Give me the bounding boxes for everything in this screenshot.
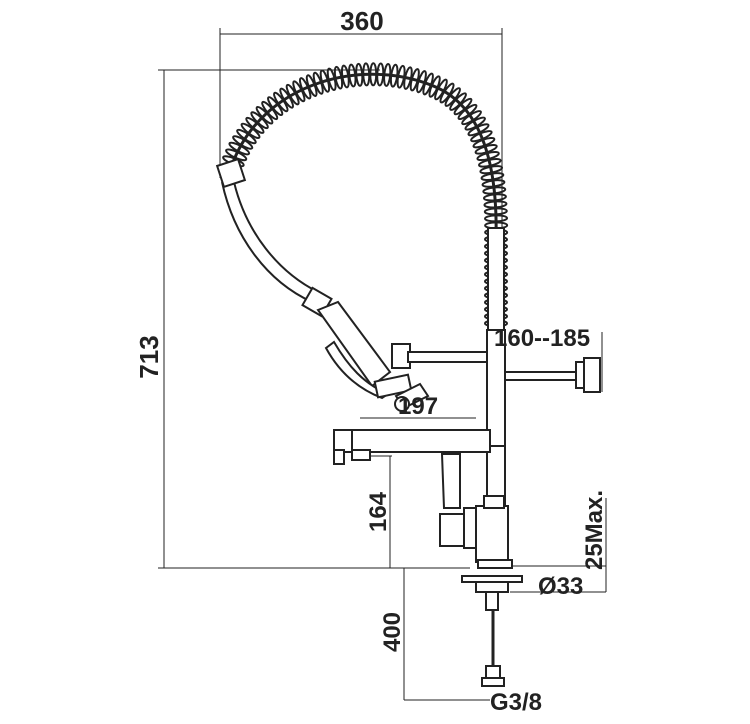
spring-coil-turn [470, 130, 493, 143]
spring-coil-turn [449, 92, 467, 111]
spring-coil-turn [478, 158, 502, 168]
dim-overall-width: 360 [340, 6, 383, 36]
spring-coil-turn [439, 82, 455, 104]
spring-coil [222, 62, 509, 330]
spring-coil-turn [409, 68, 420, 92]
wall-bracket-arm [501, 371, 579, 381]
spring-coil-turn [453, 97, 473, 116]
spring-coil-turn [255, 105, 274, 125]
spring-coil-turn [273, 91, 289, 113]
spring-coil-turn [245, 116, 265, 134]
spring-coil-turn [261, 100, 279, 121]
spring-coil-turn [225, 148, 248, 162]
spring-coil-turn [416, 70, 427, 94]
spring-coil-turn [333, 65, 344, 90]
spring-coil-turn [298, 77, 312, 100]
spring-coil-turn [467, 123, 490, 137]
lever-handle [439, 513, 467, 547]
wall-bracket-plate [583, 357, 601, 393]
spring-coil-turn [481, 179, 506, 188]
spring-coil-turn [483, 200, 508, 209]
spring-coil-turn [267, 96, 284, 117]
spring-coil-turn [240, 122, 261, 139]
spring-coil-turn [340, 64, 350, 89]
dim-base-diameter: Ø33 [538, 573, 583, 600]
spring-coil-turn [461, 110, 482, 126]
spring-coil-turn [476, 150, 500, 162]
mixer-body [439, 453, 509, 563]
spring-coil-turn [474, 143, 498, 155]
dim-spout-reach: 197 [398, 393, 438, 420]
spring-coil-turn [444, 87, 461, 107]
spring-coil-turn [228, 141, 251, 156]
spring-coil-turn [376, 62, 385, 87]
spring-coil-turn [396, 64, 406, 89]
hose-ferrule [215, 157, 247, 189]
spring-coil-turn [472, 137, 496, 149]
spring-coil-turn [250, 111, 269, 130]
spring-coil-turn [479, 165, 504, 175]
dim-thread-size: G3/8 [490, 689, 542, 716]
mounting-assembly [461, 559, 523, 687]
hose-arm [391, 343, 601, 393]
spring-coil-turn [464, 116, 486, 131]
spray-head [301, 286, 430, 412]
spring-coil-turn [348, 63, 357, 88]
spring-coil-turn [434, 78, 448, 101]
dim-hose-arm-reach: 160--185 [494, 325, 590, 352]
dim-max-counter: 25Max. [581, 490, 608, 570]
dimension-lines [158, 28, 607, 701]
spring-coil-turn [232, 135, 254, 150]
spring-coil-turn [355, 62, 364, 87]
spring-coil-turn [285, 83, 300, 106]
spring-coil-turn [279, 87, 294, 109]
spring-coil-turn [482, 193, 507, 202]
spring-coil-turn [457, 103, 478, 121]
spring-coil-turn [389, 63, 399, 88]
flexible-hose [221, 181, 319, 303]
spring-coil-turn [362, 62, 371, 87]
spring-coil-turn [482, 186, 507, 195]
spring-coil-turn [480, 172, 505, 181]
faucet-column [486, 227, 506, 509]
spring-coil-turn [326, 67, 337, 91]
spring-coil-turn [312, 71, 324, 95]
spring-coil-turn [305, 74, 318, 97]
spring-coil-turn [319, 69, 331, 93]
spring-coil-turn [403, 66, 413, 90]
dim-spout-height: 164 [365, 491, 392, 532]
spring-coil-turn [422, 72, 434, 96]
spring-coil-turn [369, 62, 378, 87]
spring-coil-turn [236, 128, 257, 145]
spring-coil-turn [292, 80, 306, 103]
spout [333, 429, 491, 465]
dimension-labels: 360 713 160--185 197 164 25Max. Ø33 400 … [134, 6, 608, 716]
dim-supply-length: 400 [379, 612, 406, 652]
spring-coil-turn [383, 62, 392, 87]
dim-overall-height: 713 [134, 335, 164, 378]
